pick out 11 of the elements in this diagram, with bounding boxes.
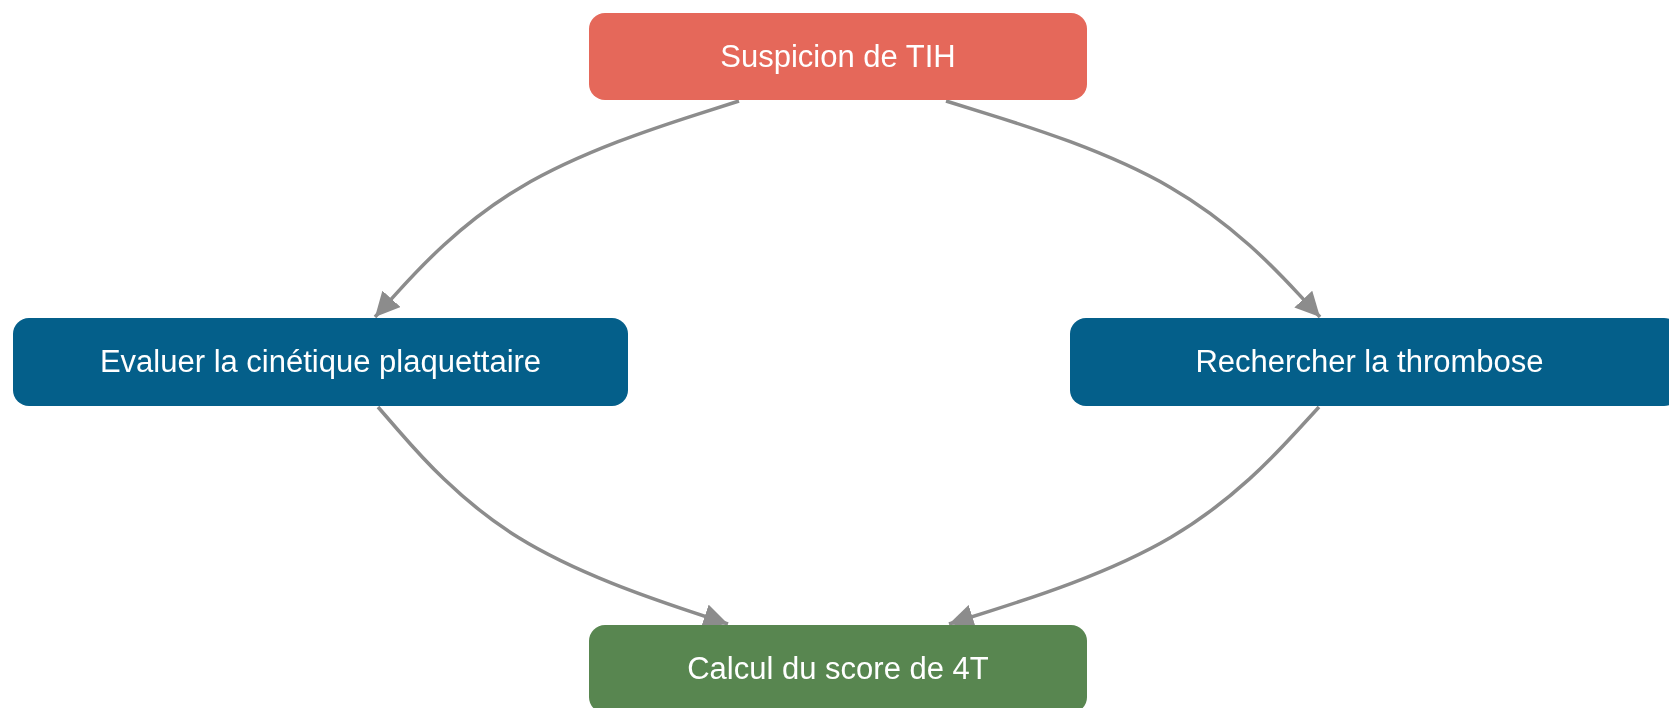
box-label: Rechercher la thrombose: [1195, 344, 1544, 380]
box-label: Evaluer la cinétique plaquettaire: [99, 344, 542, 380]
start-box: [589, 13, 1087, 100]
result-box: [589, 625, 1087, 708]
process-box: [13, 318, 628, 406]
arrow: [945, 99, 1322, 319]
box-label: Suspicion de TIH: [720, 38, 956, 75]
arrow: [376, 405, 729, 628]
arrow: [373, 99, 740, 319]
process-box: [1070, 318, 1669, 406]
box-label: Calcul du score de 4T: [687, 651, 989, 687]
